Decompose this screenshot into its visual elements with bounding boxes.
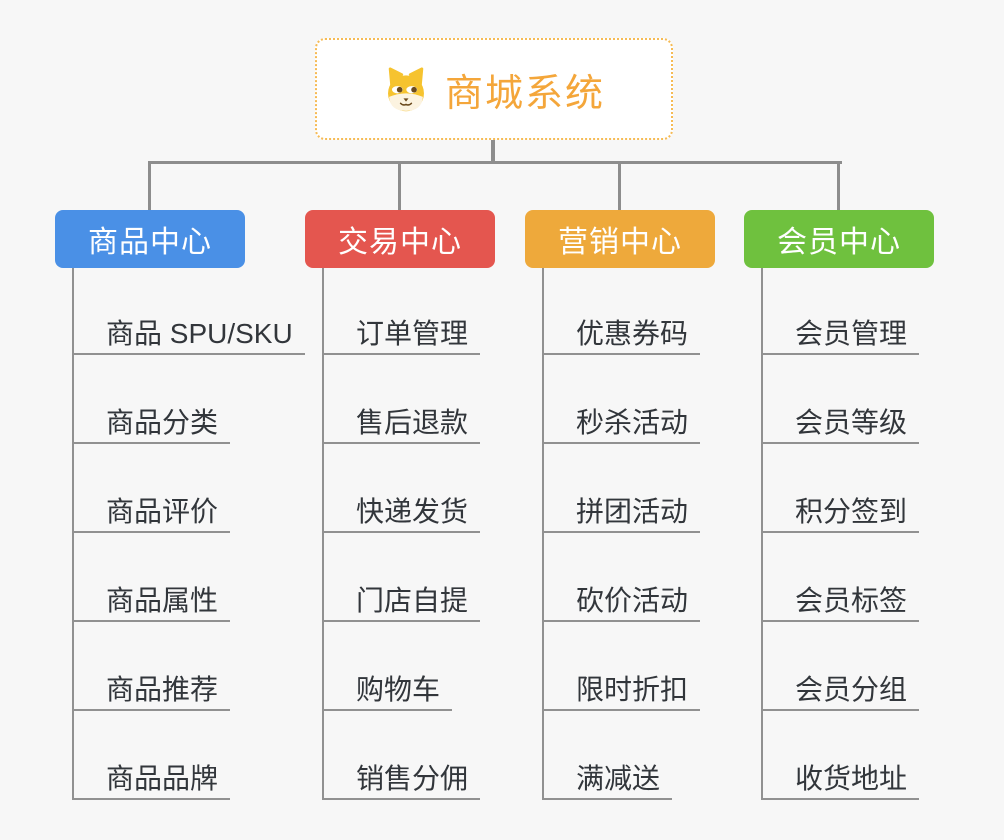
connector-horizontal: [148, 161, 842, 164]
connector-branch-marketing: [618, 163, 621, 210]
branch-label: 商品中心: [88, 226, 212, 259]
root-node-label: 商城系统: [444, 72, 605, 115]
branch-label: 营销中心: [558, 226, 682, 259]
connector-root: [491, 139, 495, 164]
root-node-mall-system[interactable]: 商城系统: [315, 38, 673, 140]
leaf-node[interactable]: 售后退款: [322, 406, 481, 444]
trunk-line-marketing: [542, 268, 544, 800]
connector-branch-product: [148, 163, 151, 210]
trunk-line-product: [72, 268, 74, 800]
leaf-node[interactable]: 会员等级: [761, 406, 920, 444]
leaf-node[interactable]: 积分签到: [761, 495, 920, 533]
leaf-node[interactable]: 拼团活动: [542, 495, 701, 533]
leaf-node[interactable]: 商品分类: [72, 406, 231, 444]
branch-label: 会员中心: [777, 226, 901, 259]
connector-branch-trade: [398, 163, 401, 210]
leaf-node[interactable]: 砍价活动: [542, 584, 701, 622]
leaf-node[interactable]: 商品属性: [72, 584, 231, 622]
leaf-node[interactable]: 收货地址: [761, 762, 920, 800]
doge-icon: [388, 67, 424, 112]
branch-node-product-center[interactable]: 商品中心: [55, 210, 245, 268]
leaf-node[interactable]: 销售分佣: [322, 762, 481, 800]
leaf-node[interactable]: 商品评价: [72, 495, 231, 533]
connector-branch-member: [837, 163, 840, 210]
trunk-line-member: [761, 268, 763, 800]
branch-label: 交易中心: [338, 226, 462, 259]
leaf-node[interactable]: 优惠券码: [542, 317, 701, 355]
leaf-node[interactable]: 满减送: [542, 762, 673, 800]
leaf-node[interactable]: 秒杀活动: [542, 406, 701, 444]
leaf-node[interactable]: 限时折扣: [542, 673, 701, 711]
leaf-node[interactable]: 门店自提: [322, 584, 481, 622]
branch-node-marketing-center[interactable]: 营销中心: [525, 210, 715, 268]
leaf-node[interactable]: 商品品牌: [72, 762, 231, 800]
leaf-node[interactable]: 购物车: [322, 673, 453, 711]
leaf-node[interactable]: 会员管理: [761, 317, 920, 355]
leaf-node[interactable]: 订单管理: [322, 317, 481, 355]
branch-node-member-center[interactable]: 会员中心: [744, 210, 934, 268]
leaf-node[interactable]: 会员标签: [761, 584, 920, 622]
leaf-node[interactable]: 商品 SPU/SKU: [72, 317, 305, 355]
trunk-line-trade: [322, 268, 324, 800]
leaf-node[interactable]: 快递发货: [322, 495, 481, 533]
leaf-node[interactable]: 商品推荐: [72, 673, 231, 711]
leaf-node[interactable]: 会员分组: [761, 673, 920, 711]
branch-node-trade-center[interactable]: 交易中心: [305, 210, 495, 268]
